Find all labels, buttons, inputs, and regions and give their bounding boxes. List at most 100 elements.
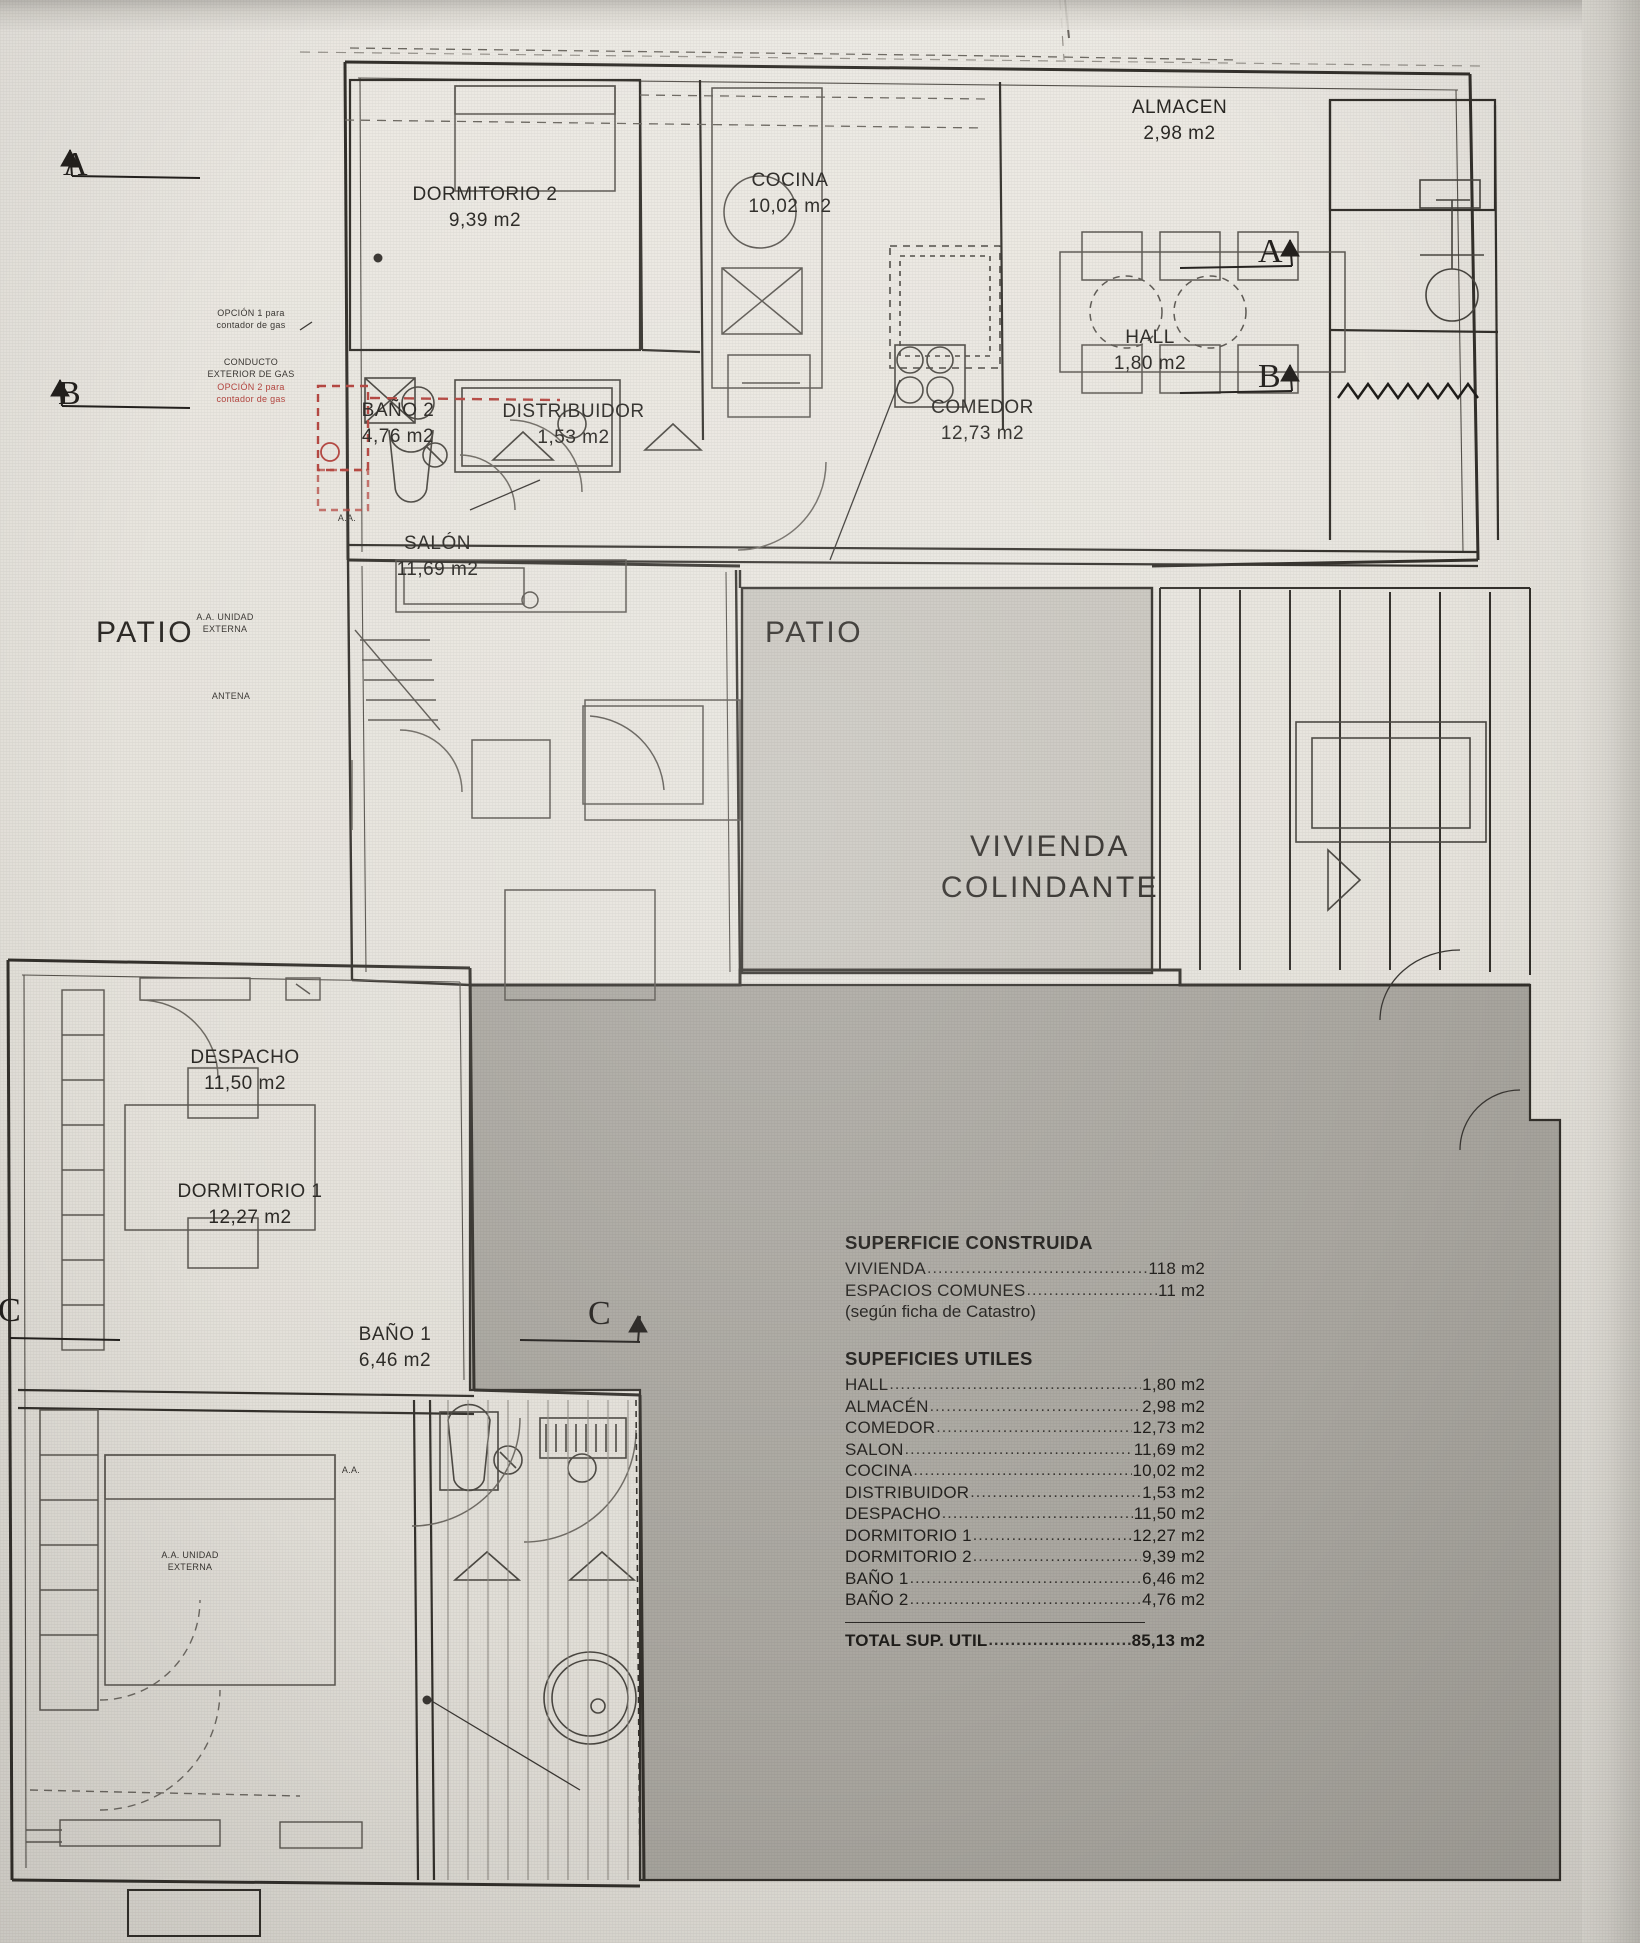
legend-useful-rows: HALL....................................… <box>845 1375 1205 1610</box>
room-label-comedor: COMEDOR 12,73 m2 <box>890 395 1075 446</box>
legend-divider <box>845 1622 1145 1623</box>
vivienda-colindante-label: VIVIENDA COLINDANTE <box>930 827 1170 908</box>
room-label-hall: HALL 1,80 m2 <box>1090 325 1210 376</box>
annotation-antena: ANTENA <box>211 691 251 701</box>
legend-value: 11,69 m2 <box>1133 1439 1205 1459</box>
room-name: HALL <box>1125 327 1175 348</box>
room-name: COCINA <box>751 170 829 191</box>
room-name: BAÑO 1 <box>358 1324 432 1345</box>
legend-total-value: 85,13 m2 <box>1131 1631 1205 1650</box>
legend-key: DORMITORIO 2 <box>845 1547 972 1566</box>
room-name: DISTRIBUIDOR <box>502 401 645 422</box>
legend-value: 10,02 m2 <box>1132 1461 1205 1480</box>
annotation-conducto-exterior-gas: CONDUCTO EXTERIOR DE GAS <box>207 357 295 380</box>
legend-key: BAÑO 2 <box>845 1590 909 1609</box>
label-patio-center: PATIO <box>764 616 864 649</box>
room-area: 12,73 m2 <box>940 422 1025 444</box>
legend-value: 118 m2 <box>1148 1259 1205 1278</box>
legend-dots: ........................................… <box>970 1483 1141 1501</box>
legend-built-title: SUPERFICIE CONSTRUIDA <box>845 1232 1093 1253</box>
neighbour-line-2: COLINDANTE <box>940 870 1160 904</box>
legend-built-note: (según ficha de Catastro) <box>845 1302 1036 1321</box>
legend-useful-row: BAÑO 2..................................… <box>845 1590 1205 1610</box>
legend-built-row: ESPACIOS COMUNES........................… <box>845 1281 1205 1301</box>
hall-hatch <box>1337 381 1479 401</box>
room-area: 9,39 m2 <box>448 209 522 231</box>
vivienda-colindante-fill <box>468 983 1562 1882</box>
legend-dots: ........................................… <box>941 1505 1133 1522</box>
annotation-opcion-2-gas: OPCIÓN 2 para contador de gas <box>216 382 286 405</box>
legend-key: DESPACHO <box>845 1504 941 1523</box>
legend-value: 12,27 m2 <box>1132 1525 1205 1545</box>
room-name: ALMACEN <box>1131 97 1228 118</box>
photo-top-edge <box>0 0 1640 30</box>
room-label-cocina: COCINA 10,02 m2 <box>700 168 880 219</box>
legend-dots: ........................................… <box>929 1397 1142 1415</box>
legend-value: 4,76 m2 <box>1142 1590 1205 1609</box>
legend-dots: ........................................… <box>913 1462 1132 1479</box>
legend-value: 11 m2 <box>1158 1280 1205 1300</box>
section-mark-B-right: B <box>1258 358 1281 395</box>
legend-dots: ........................................… <box>904 1440 1133 1458</box>
room-label-bano1: BAÑO 1 6,46 m2 <box>330 1322 460 1373</box>
legend-key: ESPACIOS COMUNES <box>845 1280 1026 1300</box>
legend-value: 6,46 m2 <box>1142 1568 1205 1588</box>
legend-key: BAÑO 1 <box>845 1568 909 1588</box>
room-name: SALÓN <box>404 533 471 554</box>
legend-dots: ........................................… <box>926 1260 1148 1277</box>
section-mark-C-left: C <box>0 1292 21 1329</box>
legend-useful-row: COMEDOR.................................… <box>845 1418 1205 1438</box>
legend-dots: ........................................… <box>972 1548 1141 1565</box>
annotation-opcion-1-gas: OPCIÓN 1 para contador de gas <box>216 308 286 331</box>
room-area: 4,76 m2 <box>361 425 435 447</box>
room-name: BAÑO 2 <box>361 400 435 421</box>
neighbour-line-1: VIVIENDA <box>969 830 1131 863</box>
legend-useful-row: DORMITORIO 2............................… <box>845 1547 1205 1567</box>
annotation-aa-top-left: A.A. <box>337 513 357 523</box>
room-area: 1,53 m2 <box>537 426 610 448</box>
section-mark-A-left: A <box>63 146 88 183</box>
legend-total-key: TOTAL SUP. UTIL <box>845 1631 988 1650</box>
legend-useful-row: HALL....................................… <box>845 1375 1205 1395</box>
legend-key: COMEDOR <box>845 1418 936 1437</box>
legend-key: HALL <box>845 1375 889 1394</box>
legend-value: 1,53 m2 <box>1142 1482 1205 1502</box>
room-area: 2,98 m2 <box>1143 122 1216 144</box>
legend-key: DORMITORIO 1 <box>845 1525 972 1545</box>
room-label-bano2: BAÑO 2 4,76 m2 <box>333 398 463 449</box>
legend-key: ALMACÉN <box>845 1396 929 1416</box>
room-label-distribuidor: DISTRIBUIDOR 1,53 m2 <box>481 399 666 450</box>
legend-dots: ........................................… <box>1026 1281 1157 1299</box>
patio-center-fill <box>740 586 1154 975</box>
legend-dots: ........................................… <box>909 1569 1142 1587</box>
room-name: DORMITORIO 1 <box>177 1181 323 1202</box>
room-label-dormitorio1: DORMITORIO 1 12,27 m2 <box>145 1179 355 1230</box>
legend-useful-row: DORMITORIO 1............................… <box>845 1526 1205 1546</box>
legend-total-dots: ................................ <box>988 1632 1130 1649</box>
room-name: DESPACHO <box>190 1047 300 1068</box>
legend-useful-row: BAÑO 1..................................… <box>845 1569 1205 1589</box>
annotation-aa-bottom: A.A. <box>341 1465 361 1475</box>
room-area: 10,02 m2 <box>748 195 832 217</box>
label-patio-left: PATIO <box>95 616 195 649</box>
legend-dots: ........................................… <box>972 1526 1132 1544</box>
legend-dots: ........................................… <box>909 1591 1142 1608</box>
section-mark-A-right: A <box>1258 233 1283 270</box>
legend-value: 11,50 m2 <box>1133 1504 1205 1523</box>
legend-value: 12,73 m2 <box>1132 1418 1205 1437</box>
legend-useful-row: DESPACHO................................… <box>845 1504 1205 1524</box>
room-area: 1,80 m2 <box>1113 352 1187 374</box>
legend-dots: ........................................… <box>936 1419 1131 1436</box>
section-mark-C-right: C <box>588 1295 611 1332</box>
photo-right-edge <box>1582 0 1640 1943</box>
room-area: 12,27 m2 <box>208 1206 292 1228</box>
legend-useful-row: SALON...................................… <box>845 1440 1205 1460</box>
room-area: 6,46 m2 <box>358 1349 432 1371</box>
room-name: COMEDOR <box>931 397 1034 418</box>
annotation-aa-unidad-externa-bottom: A.A. UNIDAD EXTERNA <box>161 1550 219 1573</box>
